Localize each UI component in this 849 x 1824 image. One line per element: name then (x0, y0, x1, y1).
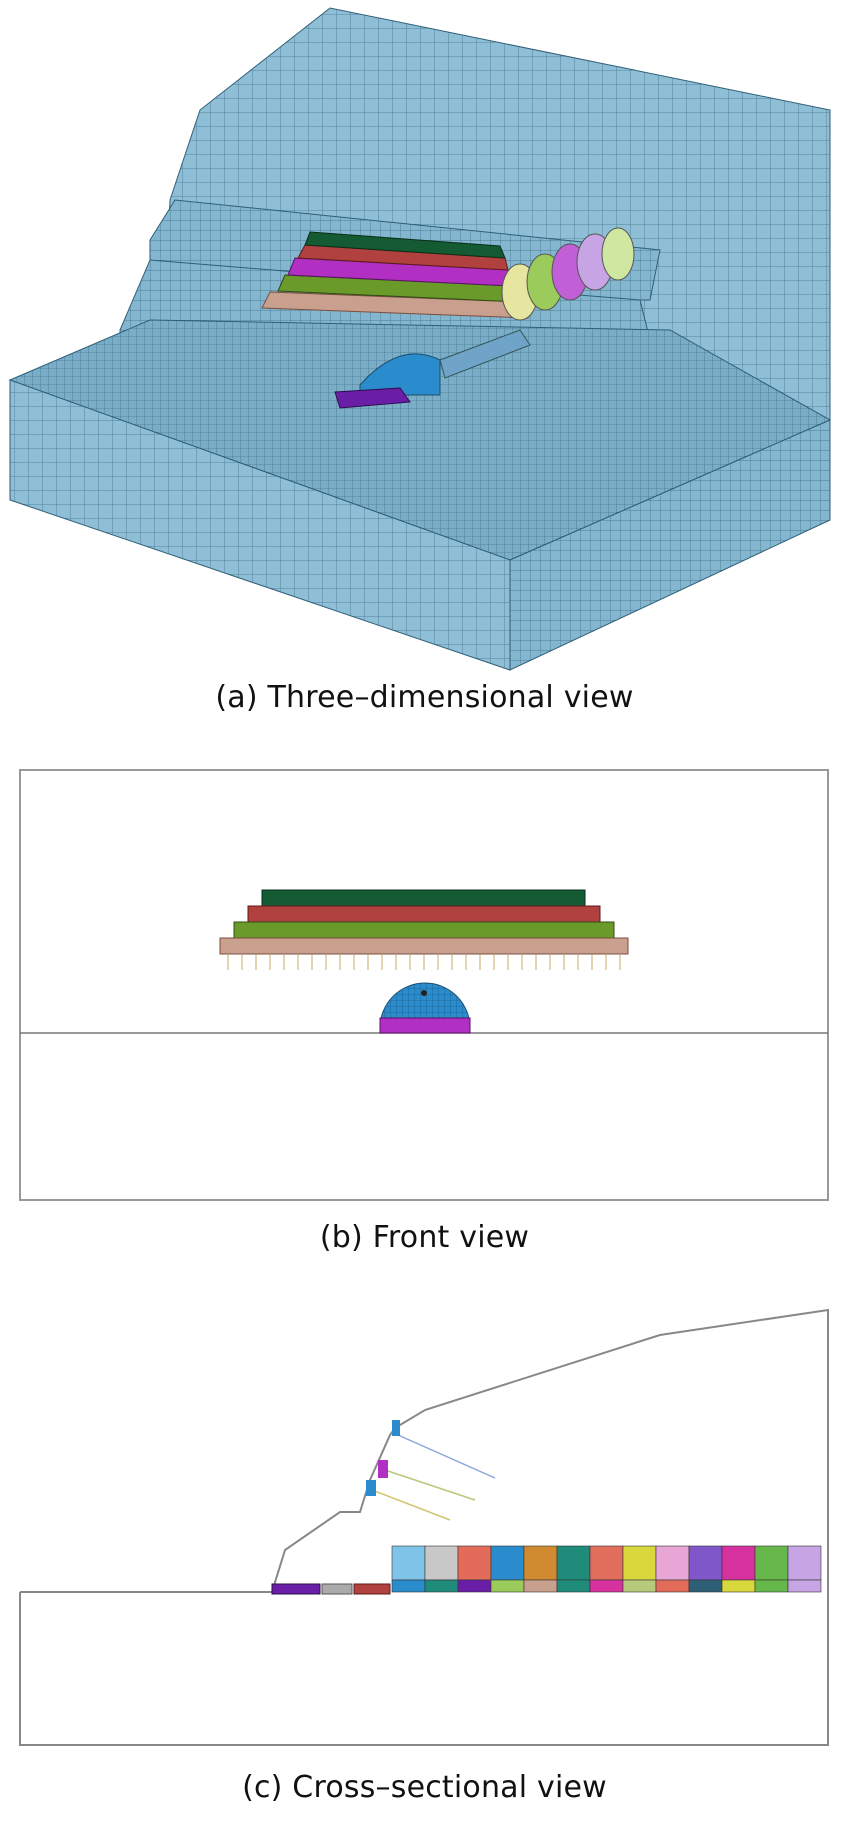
grid-block (523, 1545, 558, 1581)
grid-block-lower (754, 1579, 789, 1593)
grid-block-lower (556, 1579, 591, 1593)
pile-row (227, 954, 621, 970)
caption-cross-section: (c) Cross–sectional view (242, 1770, 607, 1805)
caption-front-view: (b) Front view (319, 1220, 530, 1255)
grid-block (655, 1545, 690, 1581)
grid-block-lower (622, 1579, 657, 1593)
grid-block-lower (490, 1579, 525, 1593)
base-strip (271, 1583, 391, 1595)
foundation-block-side (509, 419, 831, 671)
grid-block-lower (721, 1579, 756, 1593)
grid-block-lower (523, 1579, 558, 1593)
grid-block (424, 1545, 459, 1581)
slope-profile (19, 1308, 829, 1746)
anchors (371, 1434, 496, 1521)
grid-block (688, 1545, 723, 1581)
anchor-heads (366, 1420, 400, 1496)
panel-front-view (0, 760, 849, 1220)
panel-3d-view (0, 0, 849, 680)
caption-3d-view: (a) Three–dimensional view (215, 680, 634, 715)
grid-block-lower (589, 1579, 624, 1593)
grid-block (754, 1545, 789, 1581)
grid-block (787, 1545, 822, 1581)
grid-block (391, 1545, 426, 1581)
embankment-layers-front (219, 889, 629, 955)
grid-block-lower (391, 1579, 426, 1593)
front-view-frame (19, 769, 829, 1201)
tunnel-rings-3d (501, 227, 635, 321)
grid-block-lower (457, 1579, 492, 1593)
colored-block-grid (391, 1545, 822, 1593)
grid-block-lower (688, 1579, 723, 1593)
tunnel-lower-3d (334, 329, 531, 409)
grid-block (457, 1545, 492, 1581)
grid-block (556, 1545, 591, 1581)
panel-cross-section (0, 1280, 849, 1760)
grid-block (721, 1545, 756, 1581)
tunnel-front (379, 982, 471, 1034)
grid-block-lower (424, 1579, 459, 1593)
grid-block (490, 1545, 525, 1581)
cross-section-illustration (19, 1308, 829, 1746)
grid-block (589, 1545, 624, 1581)
grid-block-lower (655, 1579, 690, 1593)
grid-block-lower (787, 1579, 822, 1593)
mesh-3d-illustration (8, 7, 832, 671)
embankment-layers-3d (261, 231, 529, 319)
front-view-illustration (19, 769, 829, 1201)
grid-block (622, 1545, 657, 1581)
